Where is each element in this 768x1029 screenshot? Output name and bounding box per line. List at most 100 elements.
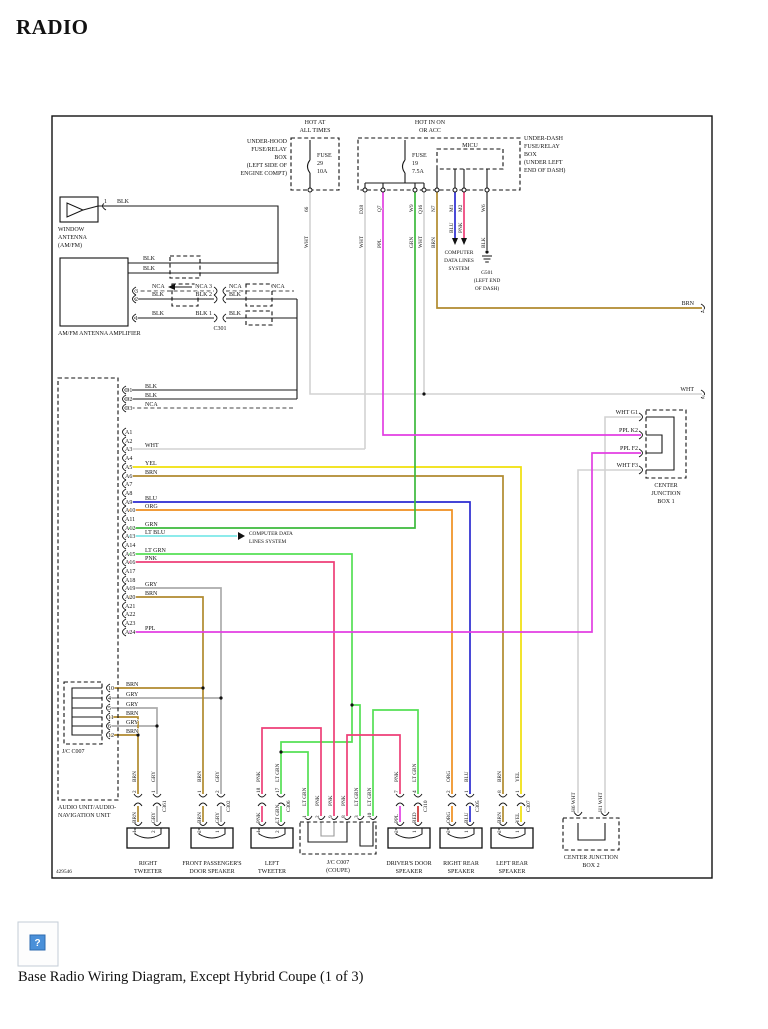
pin-circle <box>362 187 368 193</box>
wire-color: BRN <box>682 301 695 307</box>
connector-icon <box>213 294 227 304</box>
cjb2-box <box>562 817 620 851</box>
wire-color: LT GRN <box>275 763 281 782</box>
pin-circle <box>421 187 427 193</box>
question-glyph: ? <box>34 938 40 949</box>
wire-color: BLU <box>145 496 158 502</box>
connector-name: C305 <box>475 800 481 812</box>
connector-box <box>171 283 199 307</box>
junction-dots <box>136 392 426 754</box>
wire-color: BLK <box>145 384 158 390</box>
wire-color: NCA <box>145 402 158 408</box>
pin-number: 3 <box>354 815 360 818</box>
grn-wires <box>126 192 416 529</box>
front-passenger-door-speaker: BRN 1 BRN 2 GRY 2 GRY 1 C302 FRONT PASSE… <box>182 770 243 876</box>
hot-label: HOT AT <box>305 120 326 126</box>
hot-label: HOT IN ON <box>415 120 446 126</box>
wire-color: BRN <box>197 771 203 782</box>
connector-name: C301 <box>213 326 226 332</box>
cdl-label: SYSTEM <box>449 266 470 272</box>
pin-number: 2 <box>315 815 321 818</box>
box-label: (LEFT SIDE OF <box>247 162 288 169</box>
wire-label: BLK 2 <box>196 292 213 298</box>
left-tweeter: PNK 18 PNK 1 LT GRN 17 LT GRN 2 C306 LEF… <box>250 763 294 876</box>
wire-label: BLK <box>229 292 242 298</box>
pin-number: A3 <box>125 447 132 453</box>
pin-number: A12 <box>125 526 135 532</box>
jc-c007: 10 BRN 4 GRY 5 GRY 11 BRN 6 GRY 12 BRN J… <box>61 681 140 756</box>
cdl-top: COMPUTER DATA LINES SYSTEM <box>443 249 474 272</box>
arrow-down-icon <box>452 238 458 245</box>
pin-circle <box>307 187 313 193</box>
amplifier-box <box>59 257 129 327</box>
pin-id: 66 <box>304 206 310 212</box>
broken-image-icon <box>29 934 46 951</box>
speaker-label: SPEAKER <box>396 869 423 875</box>
pin-number: 17 <box>275 787 281 793</box>
pin-number: A22 <box>125 612 135 618</box>
pin-id: W6 <box>481 204 487 212</box>
pin-label: H1 WHT <box>598 791 604 812</box>
fuse-label: 10A <box>317 169 328 175</box>
wire-color: LT GRN <box>354 787 360 806</box>
box-label: (UNDER LEFT <box>524 159 563 166</box>
connector-name: C310 <box>423 800 429 812</box>
wire-color: BLK <box>117 199 130 205</box>
wire-color: GRY <box>215 812 221 823</box>
jc-box <box>63 681 103 745</box>
wire-color: BLK <box>143 256 156 262</box>
wire-color: YEL <box>515 813 521 823</box>
pin-label: PPL F2 <box>620 446 638 452</box>
pin-number: A2 <box>125 439 132 445</box>
wire-color: ORG <box>145 504 158 510</box>
audio-unit-box <box>57 377 119 801</box>
underhood-box <box>290 137 340 191</box>
pin-circle <box>434 187 440 193</box>
wire-color: LT GRN <box>412 763 418 782</box>
wire-color: LT GRN <box>302 787 308 806</box>
wht-wires <box>126 192 702 813</box>
wire-color: NCA <box>152 284 165 290</box>
thumbnail[interactable]: ? <box>17 921 59 967</box>
wire-color: WHT <box>680 387 694 393</box>
box-label: ENGINE COMPT) <box>241 170 288 177</box>
pin-label: H6 WHT <box>571 791 577 812</box>
audio-unit-label: AUDIO UNIT/AUDIO- <box>58 805 116 811</box>
diagram-id: 429546 <box>56 869 72 875</box>
pin-number: 1 <box>412 830 418 833</box>
wire-color: ORG <box>446 812 452 823</box>
pin-circle <box>412 187 418 193</box>
pin-number: 2 <box>446 830 452 833</box>
pin-number: A18 <box>125 578 135 584</box>
wire-label: BLK 1 <box>196 311 213 317</box>
fuse-label: FUSE <box>412 153 427 159</box>
cdl-label: DATA LINES <box>444 258 474 264</box>
wire-color: LT GRN <box>145 548 167 554</box>
pin-number: 3 <box>135 289 138 295</box>
wire-color: BLK <box>152 292 165 298</box>
wire-color: BLK <box>152 311 165 317</box>
wire-color: LT GRN <box>367 787 373 806</box>
pin-number: 8 <box>341 815 347 818</box>
cjb1-label: JUNCTION <box>651 491 681 497</box>
pin-number: 7 <box>394 790 400 793</box>
connector-icon <box>213 286 227 296</box>
amplifier-label: AM/FM ANTENNA AMPLIFIER <box>58 331 141 337</box>
wire-color: BRN <box>132 812 138 823</box>
pin-number: A5 <box>125 465 132 471</box>
wire-label: NCA <box>272 284 285 290</box>
audio-unit: D1 BLK D2 BLK D3 NCA A1 A2 A3 WHT A4 A5 … <box>57 377 294 820</box>
org-wires <box>126 509 453 822</box>
box-label: BOX <box>274 155 287 161</box>
pin-number: 2 <box>215 790 221 793</box>
wire-color: GRY <box>126 720 139 726</box>
center-junction-box-2: H6 WHT H1 WHT CENTER JUNCTION BOX 2 <box>562 791 620 870</box>
pin-number: 8 <box>497 790 503 793</box>
arrow-right-icon <box>238 532 245 540</box>
diagram-border <box>51 115 713 879</box>
jc-coupe-label: J/C C007 <box>327 860 350 866</box>
wire-color: ORG <box>446 771 452 782</box>
wire-color: BRN <box>197 812 203 823</box>
cjb1-label: BOX 1 <box>657 499 674 505</box>
